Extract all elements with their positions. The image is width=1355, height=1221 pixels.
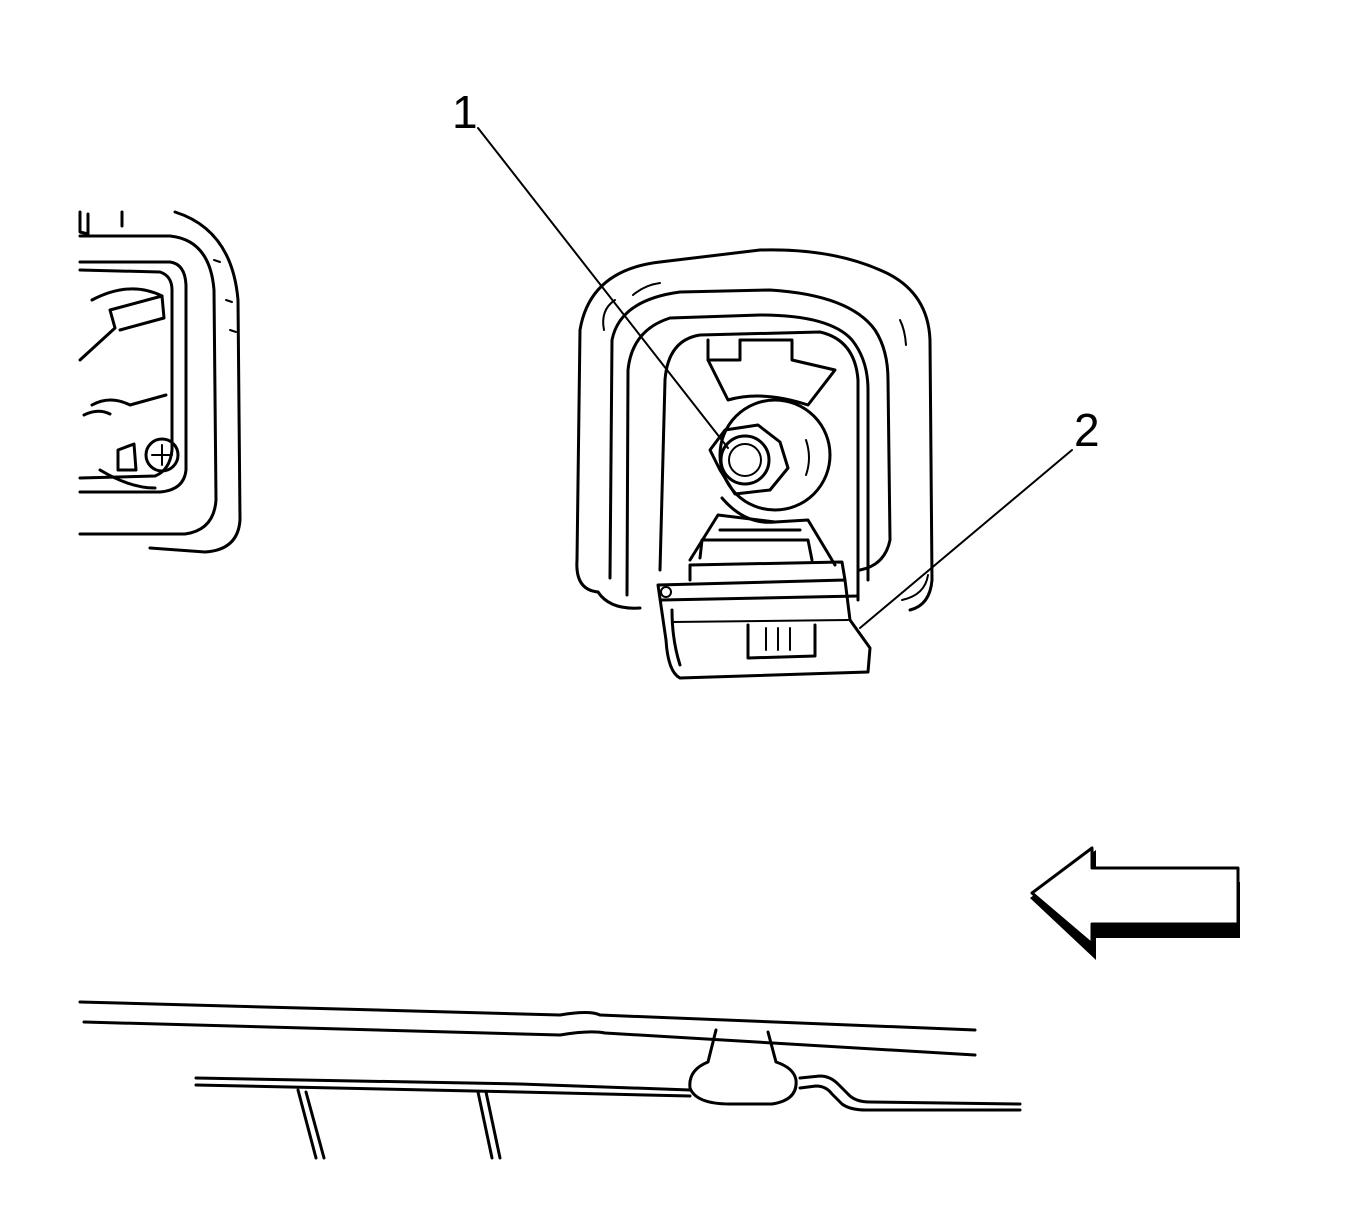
adjacent-lamp-housing bbox=[78, 210, 242, 554]
hex-nut-icon bbox=[708, 423, 790, 496]
callout-1-leader bbox=[477, 127, 729, 449]
left-arrow-icon bbox=[1030, 846, 1240, 960]
callout-2-leader bbox=[859, 449, 1073, 629]
lamp-release-tab bbox=[656, 560, 872, 680]
stud-washer bbox=[688, 398, 837, 567]
callout-1-label: 1 bbox=[452, 86, 478, 138]
lamp-mount-bracket bbox=[575, 248, 934, 612]
callout-2-label: 2 bbox=[1074, 404, 1100, 456]
phillips-screw-icon bbox=[144, 437, 180, 473]
vehicle-body-edge bbox=[78, 1000, 1022, 1160]
